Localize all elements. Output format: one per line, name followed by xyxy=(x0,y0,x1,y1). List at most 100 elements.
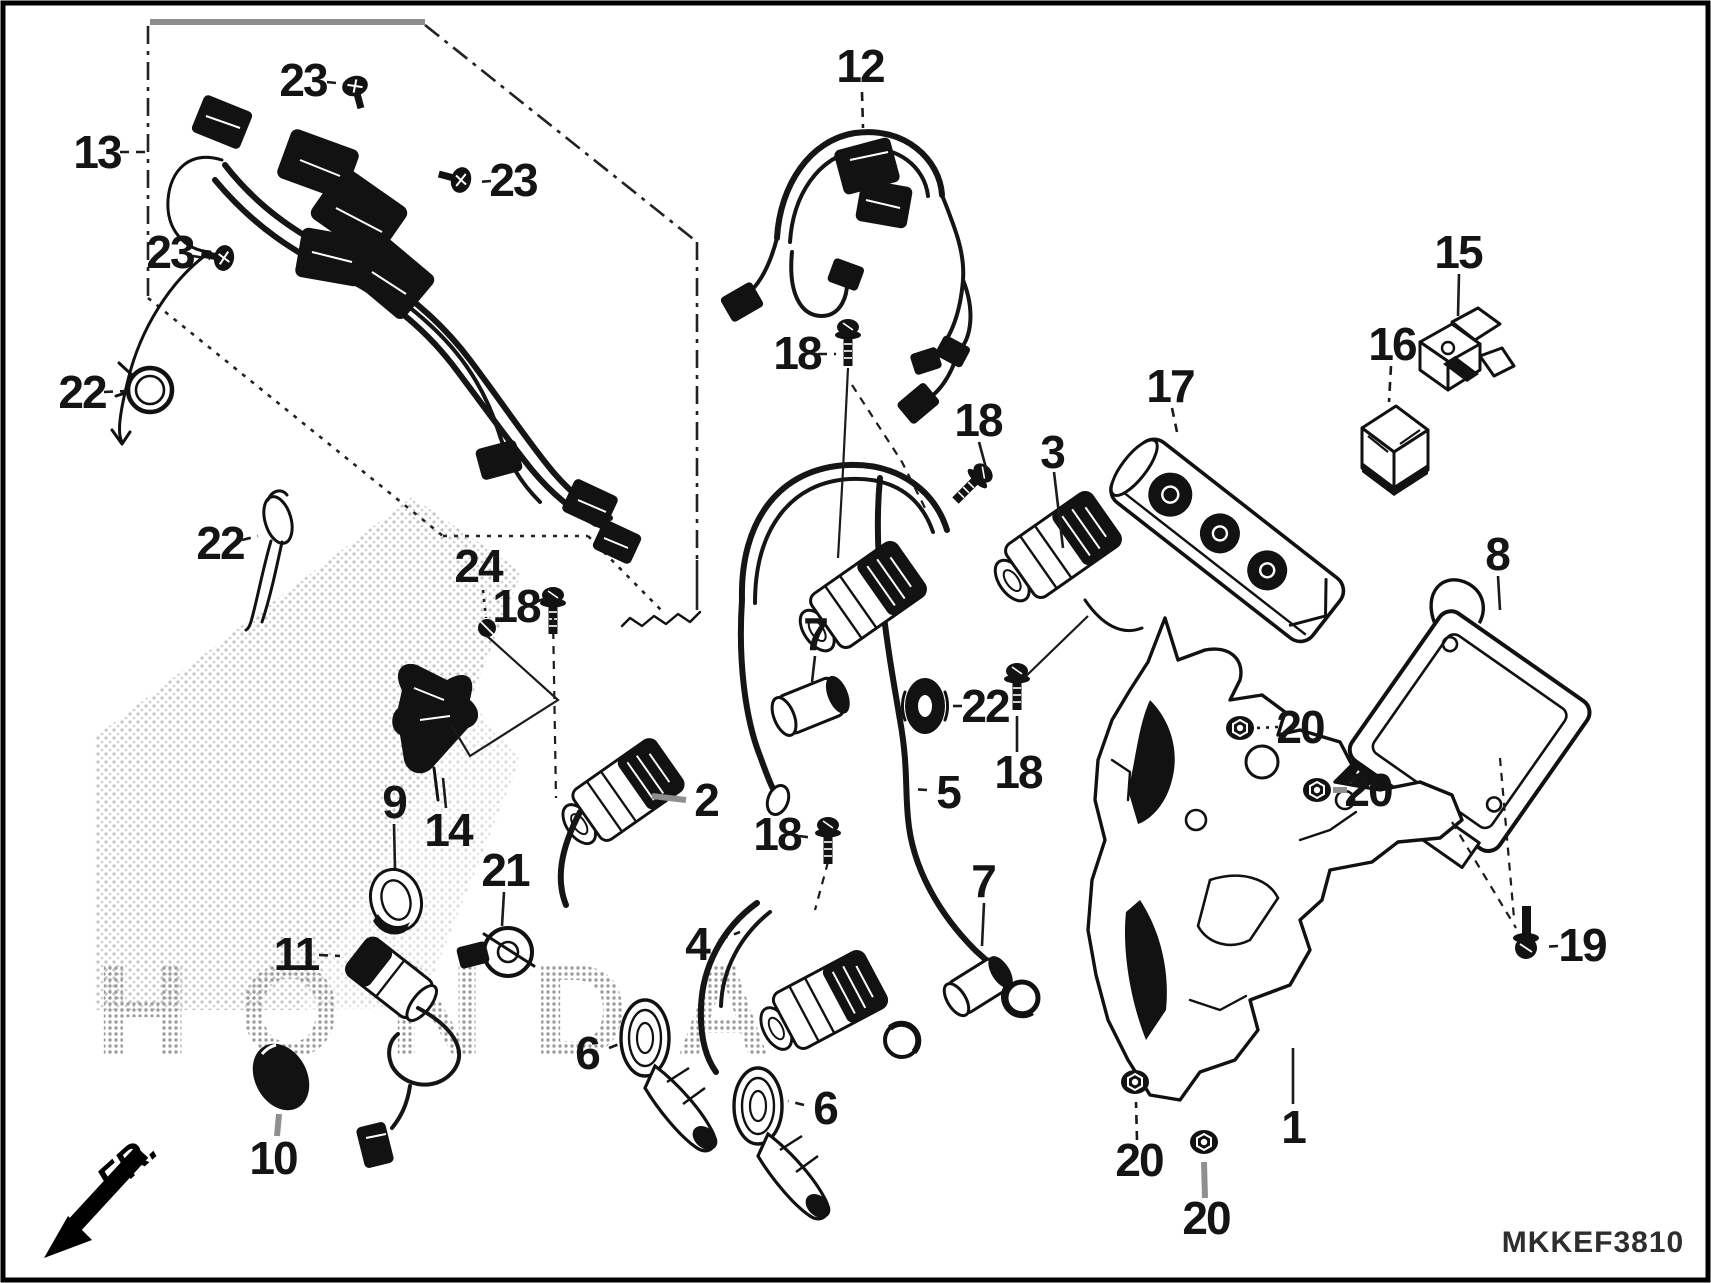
leader-line-18-15 xyxy=(535,596,547,604)
sensor-11-illustration xyxy=(345,936,461,1168)
halftone-shading xyxy=(95,497,522,1010)
clamp-22-ring xyxy=(114,361,175,415)
leader-line-20-34 xyxy=(1134,1101,1139,1141)
part-callout-22-16: 22 xyxy=(961,680,1009,732)
leader-line-12-6 xyxy=(860,91,865,129)
part-callout-18-8: 18 xyxy=(954,394,1003,446)
part-callout-18-7: 18 xyxy=(773,327,822,379)
part-callout-12-6: 12 xyxy=(836,40,884,92)
cap-10 xyxy=(252,1043,310,1111)
part-callout-17-10: 17 xyxy=(1146,360,1194,412)
leader-line-6-29 xyxy=(787,1099,805,1107)
part-callout-21-23: 21 xyxy=(481,844,530,896)
part-callout-23-3: 23 xyxy=(146,226,194,278)
leader-line-10-30 xyxy=(274,1113,282,1137)
control-unit-17 xyxy=(1109,437,1346,644)
part-callout-16-11: 16 xyxy=(1368,318,1416,370)
coil-3-bracket xyxy=(1083,598,1144,633)
leader-line-3-9 xyxy=(1052,471,1065,549)
leader-line-9-22 xyxy=(392,823,397,869)
plug-wire-4-illustration xyxy=(697,900,772,1075)
bracket-1-illustration xyxy=(1086,616,1464,1102)
nut-20-b xyxy=(1302,777,1332,803)
leader-line-5-20 xyxy=(911,787,928,792)
part-callout-18-15: 18 xyxy=(492,580,541,632)
part-callout-3-9: 3 xyxy=(1040,426,1064,478)
leader-line-16-11 xyxy=(1387,365,1393,403)
part-callout-24-14: 24 xyxy=(454,540,504,592)
leader-line-18-8 xyxy=(977,441,988,469)
clamp-21 xyxy=(456,926,536,978)
sub-harness-12-illustration xyxy=(720,129,973,424)
leader-line-6-28 xyxy=(608,1041,623,1050)
part-callout-5-20: 5 xyxy=(936,766,961,818)
part-callout-1-36: 1 xyxy=(1281,1101,1306,1153)
strap-22-tie xyxy=(244,489,294,632)
part-callout-18-17: 18 xyxy=(994,746,1043,798)
coil-2-wire xyxy=(557,809,583,908)
part-callout-10-30: 10 xyxy=(249,1132,297,1184)
nut-20-a xyxy=(1225,715,1255,741)
leader-line-19-33 xyxy=(1541,944,1559,949)
part-callout-22-5: 22 xyxy=(196,517,244,569)
stud-24 xyxy=(478,619,496,637)
clamp-14 xyxy=(392,635,560,802)
part-callout-4-26: 4 xyxy=(685,918,711,970)
leader-line-7-18 xyxy=(810,655,817,683)
part-callout-23-1: 23 xyxy=(279,54,327,106)
leader-line-23-3 xyxy=(192,254,211,261)
wire-5-end-cap xyxy=(1001,979,1041,1019)
connector-15 xyxy=(1418,306,1516,392)
part-callout-18-25: 18 xyxy=(753,808,802,860)
nut-20-d xyxy=(1189,1129,1219,1155)
nut-20-c xyxy=(1120,1069,1150,1095)
grommet-9 xyxy=(368,867,424,935)
leader-line-20-31 xyxy=(1255,725,1279,730)
part-callout-20-34: 20 xyxy=(1115,1134,1163,1186)
connector-16 xyxy=(1360,404,1430,496)
leader-line-23-1 xyxy=(326,80,346,86)
leader-line-15-12 xyxy=(1456,273,1461,317)
leader-line-22-4 xyxy=(103,389,127,394)
part-callout-13-0: 13 xyxy=(73,126,121,178)
leader-line-18-25 xyxy=(798,834,815,840)
part-callout-20-31: 20 xyxy=(1276,701,1324,753)
diagram-code: MKKEF3810 xyxy=(1502,1226,1684,1259)
part-callout-8-13: 8 xyxy=(1485,528,1510,580)
part-callout-20-35: 20 xyxy=(1182,1192,1230,1244)
part-callout-11-24: 11 xyxy=(274,928,320,980)
part-callout-7-27: 7 xyxy=(971,855,995,907)
part-callout-2-19: 2 xyxy=(694,774,718,826)
leader-line-7-27 xyxy=(980,902,986,947)
phantom-box-13 xyxy=(146,19,702,628)
grommet-22 xyxy=(901,678,949,734)
part-callout-22-4: 22 xyxy=(58,366,106,418)
part-callout-20-32: 20 xyxy=(1344,764,1392,816)
leader-line-14-21 xyxy=(441,777,448,809)
leader-line-21-23 xyxy=(500,891,506,927)
leader-line-11-24 xyxy=(318,953,341,958)
association-lines xyxy=(551,367,1517,929)
leader-line-17-10 xyxy=(1170,407,1179,433)
part-callout-14-21: 14 xyxy=(424,804,474,856)
part-callout-15-12: 15 xyxy=(1434,226,1483,278)
part-callout-9-22: 9 xyxy=(382,776,406,828)
leader-line-4-26 xyxy=(718,930,741,942)
part-callout-7-18: 7 xyxy=(803,608,827,660)
bolt-19 xyxy=(1513,906,1539,959)
leader-line-23-2 xyxy=(476,179,492,184)
part-callout-6-28: 6 xyxy=(575,1027,599,1079)
insulator-7-b xyxy=(942,956,1013,1018)
leader-line-20-35 xyxy=(1201,1161,1208,1199)
part-callout-6-29: 6 xyxy=(813,1082,837,1134)
insulator-7-a xyxy=(770,675,850,737)
leader-line-8-13 xyxy=(1496,575,1502,611)
leader-line-2-19 xyxy=(651,793,687,803)
leader-line-22-5 xyxy=(241,534,259,542)
wire-harness-13-illustration xyxy=(110,95,642,564)
coil-4-cap xyxy=(883,1020,922,1059)
part-callout-19-33: 19 xyxy=(1558,919,1606,971)
